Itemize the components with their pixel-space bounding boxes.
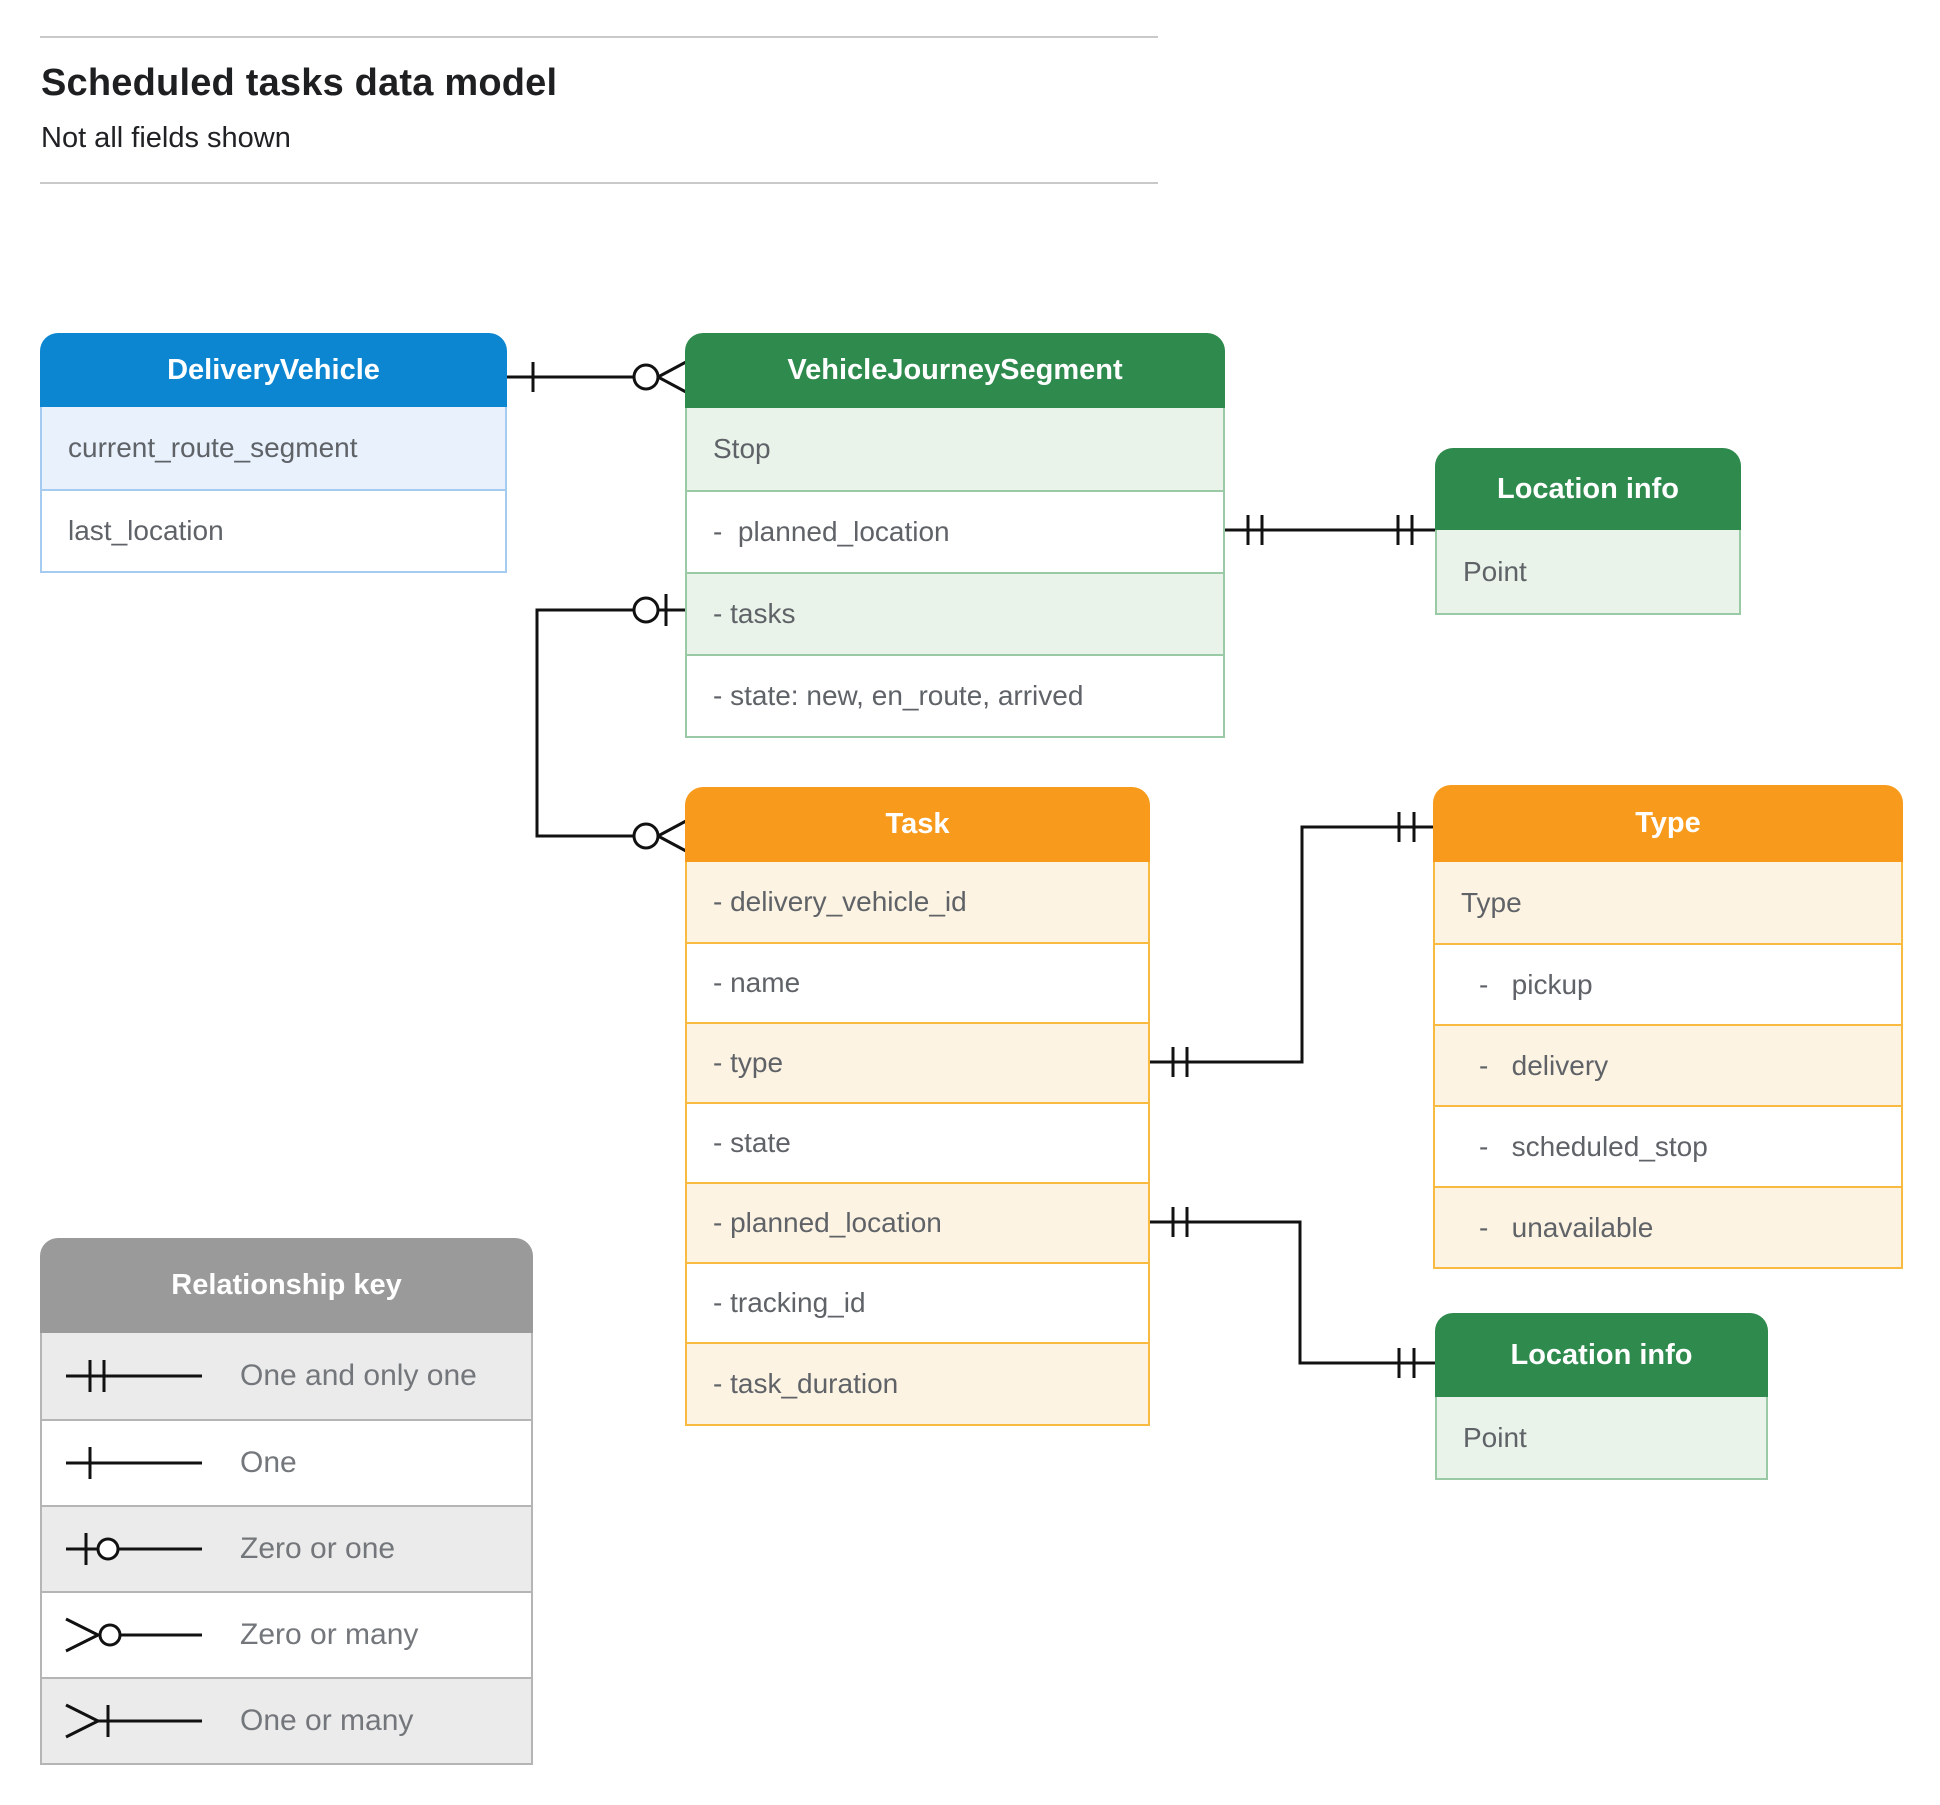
entity-title: Type xyxy=(1433,785,1903,862)
entity-delivery-vehicle: DeliveryVehicle current_route_segment la… xyxy=(40,333,507,573)
field-row: - unavailable xyxy=(1435,1186,1901,1267)
legend-label: Zero or one xyxy=(240,1532,396,1565)
connector-task-type xyxy=(1150,812,1433,1077)
legend-row: One xyxy=(42,1419,531,1505)
legend-row: One and only one xyxy=(42,1333,531,1419)
entity-title: Location info xyxy=(1435,1313,1768,1397)
field-row: - tracking_id xyxy=(687,1262,1148,1342)
field-row: - state xyxy=(687,1102,1148,1182)
field-row: Type xyxy=(1435,862,1901,943)
entity-task: Task - delivery_vehicle_id - name - type… xyxy=(685,787,1150,1426)
entity-title: VehicleJourneySegment xyxy=(685,333,1225,408)
title-divider xyxy=(40,182,1158,184)
entity-title: Task xyxy=(685,787,1150,862)
field-row: - delivery_vehicle_id xyxy=(687,862,1148,942)
legend-symbol-one-or-many xyxy=(65,1703,202,1739)
relationship-key: Relationship key One and only one One Ze… xyxy=(40,1238,533,1765)
field-row: current_route_segment xyxy=(42,407,505,489)
field-row: - pickup xyxy=(1435,943,1901,1024)
field-row: - type xyxy=(687,1022,1148,1102)
entity-type: Type Type - pickup - delivery - schedule… xyxy=(1433,785,1903,1269)
page-title: Scheduled tasks data model xyxy=(41,62,558,104)
entity-location-info-bottom: Location info Point xyxy=(1435,1313,1768,1480)
legend-symbol-one-and-only-one xyxy=(66,1360,202,1392)
legend-symbol-one xyxy=(66,1447,202,1479)
page-subtitle: Not all fields shown xyxy=(41,122,291,154)
legend-label: One and only one xyxy=(240,1359,477,1392)
field-row: - scheduled_stop xyxy=(1435,1105,1901,1186)
field-row: - name xyxy=(687,942,1148,1022)
field-row: - tasks xyxy=(687,572,1223,654)
field-row: - delivery xyxy=(1435,1024,1901,1105)
entity-vehicle-journey-segment: VehicleJourneySegment Stop - planned_loc… xyxy=(685,333,1225,738)
legend-row: One or many xyxy=(42,1677,531,1763)
legend-label: Zero or many xyxy=(240,1618,419,1651)
legend-label: One or many xyxy=(240,1704,414,1737)
connector-vjs-locationinfo xyxy=(1225,515,1435,545)
legend-symbol-zero-or-many xyxy=(65,1617,202,1653)
legend-row: Zero or one xyxy=(42,1505,531,1591)
field-row: last_location xyxy=(42,489,505,571)
field-row: - task_duration xyxy=(687,1342,1148,1424)
field-row: Point xyxy=(1437,1397,1766,1478)
top-divider xyxy=(40,36,1158,38)
connector-task-locationinfo xyxy=(1150,1207,1435,1378)
legend-row: Zero or many xyxy=(42,1591,531,1677)
connector-vjs-tasks-task xyxy=(535,594,687,853)
legend-label: One xyxy=(240,1446,297,1479)
field-row: - planned_location xyxy=(687,490,1223,572)
field-row: Point xyxy=(1437,530,1739,613)
connector-deliveryvehicle-vehiclejourneysegment xyxy=(507,360,687,394)
entity-location-info-top: Location info Point xyxy=(1435,448,1741,615)
relationship-key-title: Relationship key xyxy=(40,1238,533,1333)
field-row: Stop xyxy=(687,408,1223,490)
entity-title: Location info xyxy=(1435,448,1741,530)
legend-symbol-zero-or-one xyxy=(66,1533,202,1565)
field-row: - state: new, en_route, arrived xyxy=(687,654,1223,736)
entity-title: DeliveryVehicle xyxy=(40,333,507,407)
field-row: - planned_location xyxy=(687,1182,1148,1262)
